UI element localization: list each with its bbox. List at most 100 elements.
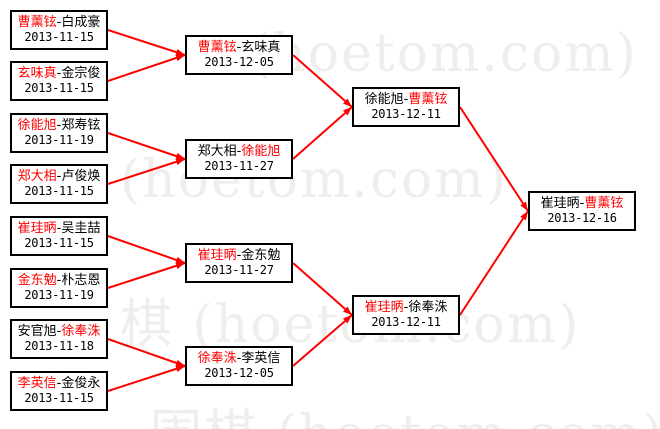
match-date: 2013-12-11 [371, 314, 441, 329]
player-name-left: 徐奉洙 [197, 350, 237, 366]
versus-separator: - [579, 195, 585, 211]
watermark-text: 围棋 (hoetom.com) [150, 392, 660, 429]
match-players: 崔珪昞-徐奉洙 [364, 299, 448, 316]
player-name-left: 崔珪昞 [17, 220, 57, 236]
bracket-connector-arrowhead [175, 54, 185, 62]
player-name-left: 曹薰铉 [17, 14, 57, 30]
match-date: 2013-11-27 [204, 158, 274, 173]
match-date: 2013-12-16 [547, 210, 617, 225]
player-name-right: 曹薰铉 [408, 91, 448, 107]
player-name-left: 玄味真 [17, 65, 57, 81]
bracket-connector-arrowhead [175, 262, 185, 270]
match-date: 2013-11-18 [24, 338, 94, 353]
versus-separator: - [403, 299, 409, 315]
match-players: 金东勉-朴志恩 [17, 272, 101, 289]
bracket-connector-arrowhead [175, 256, 185, 264]
versus-separator: - [236, 143, 242, 159]
match-date: 2013-12-11 [371, 106, 441, 121]
player-name-left: 李英信 [17, 375, 57, 391]
match-players: 崔珪昞-曹薰铉 [541, 195, 624, 212]
player-name-left: 崔珪昞 [197, 247, 237, 263]
bracket-connector-arrowhead [175, 48, 185, 56]
player-name-right: 朴志恩 [61, 272, 101, 288]
player-name-right: 李英信 [241, 350, 281, 366]
match-players: 郑大相-徐能旭 [197, 143, 281, 160]
bracket-connector [107, 338, 186, 367]
bracket-connector [107, 262, 186, 289]
match-players: 郑大相-卢俊焕 [18, 168, 101, 185]
match-players: 玄味真-金宗俊 [17, 65, 101, 82]
player-name-right: 徐奉洙 [61, 323, 101, 339]
versus-separator: - [56, 65, 62, 81]
versus-separator: - [236, 247, 242, 263]
match-date: 2013-11-15 [24, 29, 94, 44]
bracket-connector-arrowhead [343, 306, 352, 315]
player-name-right: 卢俊焕 [61, 168, 101, 184]
player-name-right: 吴圭喆 [61, 220, 101, 236]
versus-separator: - [403, 91, 409, 107]
match-players: 徐能旭-曹薰铉 [364, 91, 448, 108]
player-name-right: 徐奉洙 [408, 299, 448, 315]
player-name-right: 郑寿铉 [61, 117, 101, 133]
versus-separator: - [236, 350, 242, 366]
bracket-connector-arrowhead [520, 211, 528, 221]
match-players: 崔珪昞-吴圭喆 [17, 220, 101, 237]
player-name-left: 金东勉 [17, 272, 57, 288]
player-name-right: 徐能旭 [241, 143, 281, 159]
bracket-connector-arrowhead [342, 315, 352, 324]
match-date: 2013-11-27 [204, 262, 274, 277]
versus-separator: - [56, 272, 62, 288]
match-players: 徐能旭-郑寿铉 [17, 117, 101, 134]
player-name-left: 郑大相 [197, 143, 237, 159]
bracket-connector-arrowhead [343, 98, 352, 107]
bracket-connector [107, 365, 186, 392]
match-date: 2013-11-15 [24, 80, 94, 95]
bracket-connector [292, 54, 353, 108]
player-name-right: 金东勉 [241, 247, 281, 263]
player-name-right: 白成豪 [61, 14, 101, 30]
bracket-connector-arrowhead [175, 359, 185, 367]
versus-separator: - [56, 14, 62, 30]
player-name-left: 徐能旭 [17, 117, 57, 133]
match-date: 2013-11-15 [24, 235, 94, 250]
versus-separator: - [56, 375, 62, 391]
watermark-text: (hoetom.com) [250, 24, 638, 84]
player-name-left: 安官旭 [17, 323, 57, 339]
player-name-left: 徐能旭 [364, 91, 404, 107]
match-date: 2013-11-15 [24, 183, 94, 198]
bracket-connector [459, 106, 529, 212]
player-name-right: 金宗俊 [61, 65, 101, 81]
bracket-connector [107, 235, 186, 264]
bracket-connector [292, 106, 353, 160]
bracket-connector [292, 314, 353, 367]
player-name-left: 曹薰铉 [197, 39, 237, 55]
bracket-connector [107, 54, 186, 82]
match-players: 曹薰铉-玄味真 [197, 39, 281, 56]
versus-separator: - [56, 117, 62, 133]
bracket-connector [107, 158, 186, 185]
bracket-connector-arrowhead [175, 158, 185, 166]
match-players: 安官旭-徐奉洙 [17, 323, 101, 340]
player-name-left: 崔珪昞 [364, 299, 404, 315]
versus-separator: - [236, 39, 242, 55]
bracket-connector [459, 210, 529, 316]
match-date: 2013-11-15 [24, 390, 94, 405]
match-date: 2013-11-19 [24, 132, 94, 147]
bracket-connector-arrowhead [343, 107, 352, 116]
bracket-connector [107, 29, 186, 56]
